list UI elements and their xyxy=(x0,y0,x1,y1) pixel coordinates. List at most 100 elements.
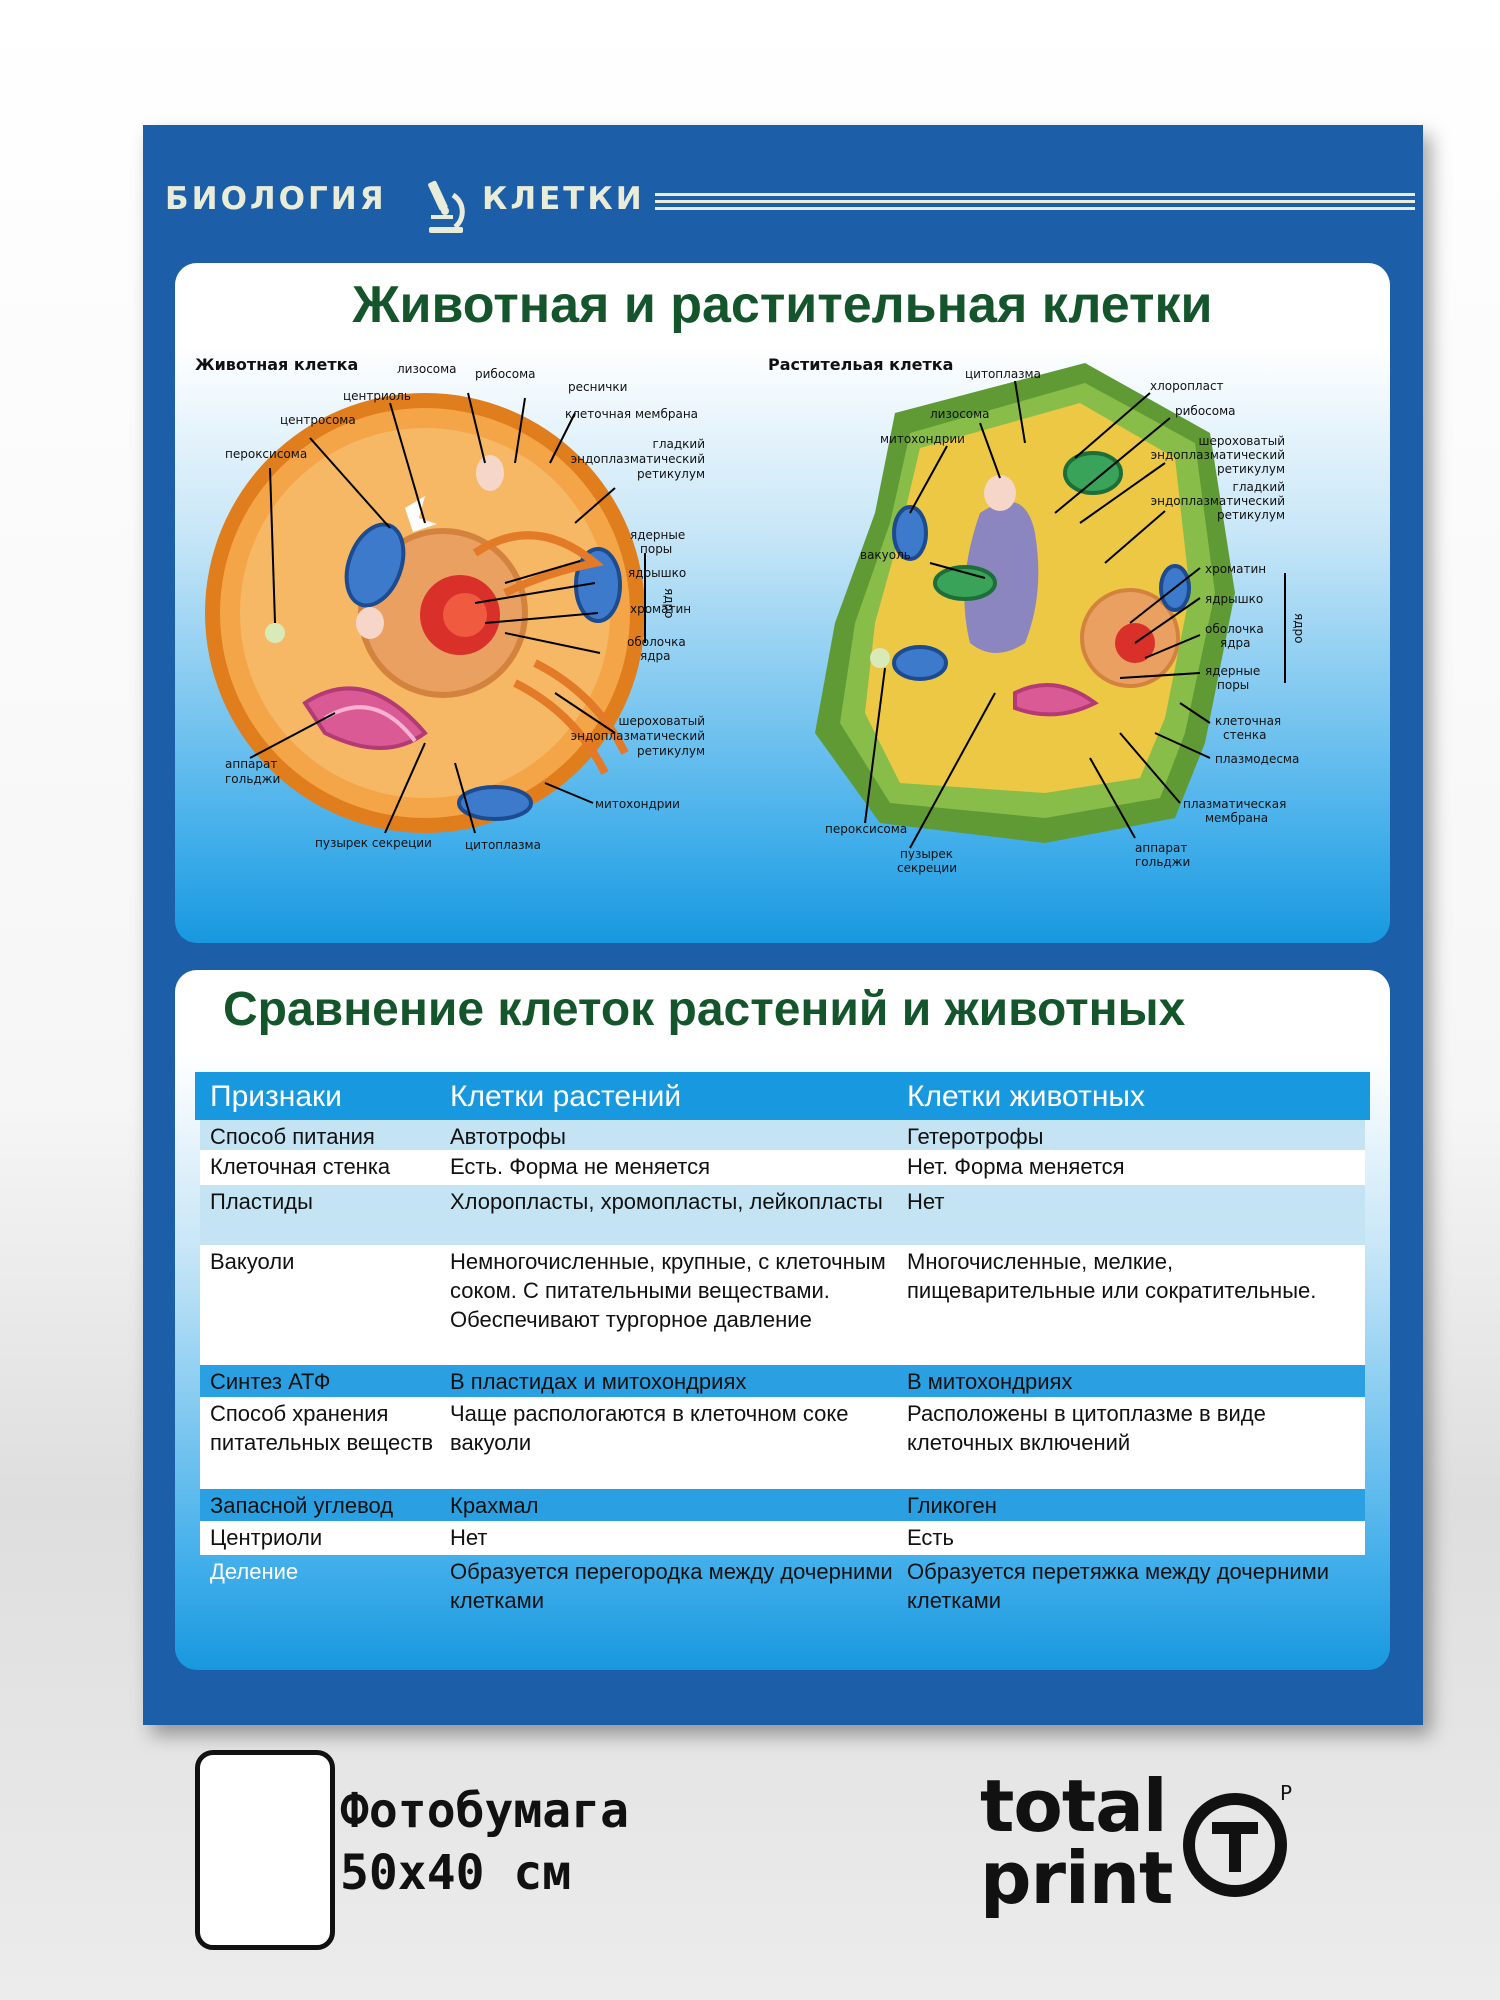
animal-label-ribosome: рибосома xyxy=(475,367,536,381)
row-plant: Автотрофы xyxy=(450,1124,566,1149)
row-feature: Деление xyxy=(210,1559,299,1584)
plant-label-cell-wall-2: стенка xyxy=(1223,728,1266,742)
header-feature: Признаки xyxy=(210,1080,342,1113)
table-header: Признаки Клетки растений Клетки животных xyxy=(195,1072,1370,1120)
row-animal: Гликоген xyxy=(907,1493,997,1518)
animal-label-centriole: центриоль xyxy=(343,389,411,403)
comparison-table: Признаки Клетки растений Клетки животных… xyxy=(195,1072,1370,1619)
plant-label-mitochondria: митохондрии xyxy=(880,432,965,446)
table-row: Деление Образуется перегородка между доч… xyxy=(200,1555,1365,1619)
header-stripes xyxy=(655,193,1415,213)
comparison-panel: Сравнение клеток растений и животных При… xyxy=(175,970,1390,1670)
plant-label-nucleus: ядро xyxy=(1292,613,1306,643)
animal-label-cytoplasm: цитоплазма xyxy=(465,838,541,852)
table-row: Клеточная стенка Есть. Форма не меняется… xyxy=(200,1150,1365,1185)
plant-label-chromatin: хроматин xyxy=(1205,562,1266,576)
plant-label-ribosome: рибосома xyxy=(1175,404,1236,418)
animal-label-lysosome: лизосома xyxy=(397,362,457,376)
plant-leader-lines xyxy=(864,380,1286,849)
row-animal: Расположены в цитоплазме в виде клеточны… xyxy=(907,1401,1266,1455)
plant-label-cell-wall-1: клеточная xyxy=(1215,714,1281,728)
table-row: Запасной углевод Крахмал Гликоген xyxy=(200,1489,1365,1521)
animal-label-nucleus: ядро xyxy=(662,588,676,618)
paper-info: Фотобумага 50x40 см xyxy=(340,1780,629,1904)
brand-logo-line2: print xyxy=(980,1836,1173,1920)
animal-label-rough-er-3: ретикулум xyxy=(637,744,705,758)
table-row: Пластиды Хлоропласты, хромопласты, лейко… xyxy=(200,1185,1365,1245)
animal-label-rough-er-1: шероховатый xyxy=(619,714,705,728)
plant-cell-drawing xyxy=(815,363,1235,843)
cells-illustration: Животная клетка xyxy=(195,355,1306,875)
brand-logo-line1: total xyxy=(980,1764,1168,1848)
table-row: Вакуоли Немногочисленные, крупные, с кле… xyxy=(200,1245,1365,1365)
plant-label-envelope-1: оболочка xyxy=(1205,622,1264,636)
plant-label-nuclear-pores-1: ядерные xyxy=(1205,664,1260,678)
plant-label-rough-er-1: шероховатый xyxy=(1199,434,1285,448)
plant-label-smooth-er-3: ретикулум xyxy=(1217,508,1285,522)
row-feature: Центриоли xyxy=(210,1525,323,1550)
animal-label-nucleolus: ядрышко xyxy=(628,566,686,580)
plant-label-plasma-membrane-1: плазматическая xyxy=(1183,797,1286,811)
plant-label-vesicle-2: секреции xyxy=(897,861,957,875)
row-animal: Нет xyxy=(907,1189,945,1214)
plant-cell-subtitle: Растительая клетка xyxy=(768,355,953,374)
animal-label-membrane: клеточная мембрана xyxy=(565,407,698,421)
header-plant: Клетки растений xyxy=(450,1080,682,1113)
plant-label-golgi-1: аппарат xyxy=(1135,841,1187,855)
plant-label-envelope-2: ядра xyxy=(1220,636,1251,650)
row-feature: Способ хранения питательных веществ xyxy=(210,1401,434,1455)
header-word-right: КЛЕТКИ xyxy=(482,181,645,217)
table-row: Способ хранения питательных веществ Чаще… xyxy=(200,1397,1365,1489)
row-animal: Есть xyxy=(907,1525,954,1550)
animal-label-cilia: реснички xyxy=(568,380,627,394)
header-animal: Клетки животных xyxy=(907,1080,1145,1113)
row-plant: Немногочисленные, крупные, с клеточным с… xyxy=(450,1249,886,1332)
paper-material: Фотобумага xyxy=(340,1783,629,1839)
plant-label-vesicle-1: пузырек xyxy=(900,847,953,861)
poster: БИОЛОГИЯ КЛЕТКИ Животная и растительная … xyxy=(143,125,1423,1725)
animal-label-chromatin: хроматин xyxy=(630,602,691,616)
animal-label-nuclear-pores-2: поры xyxy=(640,542,672,556)
row-animal: Многочисленные, мелкие, пищеварительные … xyxy=(907,1249,1317,1303)
plant-label-cytoplasm: цитоплазма xyxy=(965,367,1041,381)
row-plant: Крахмал xyxy=(450,1493,539,1518)
plant-label-lysosome: лизосома xyxy=(930,407,990,421)
plant-label-rough-er-3: ретикулум xyxy=(1217,462,1285,476)
plant-label-vacuole: вакуоль xyxy=(860,548,911,562)
animal-label-golgi-2: гольджи xyxy=(225,772,280,786)
table-row: Синтез АТФ В пластидах и митохондриях В … xyxy=(200,1365,1365,1397)
row-animal: Образуется перетяжка между дочерними кле… xyxy=(907,1559,1330,1613)
row-feature: Синтез АТФ xyxy=(210,1369,331,1394)
microscope-icon xyxy=(428,180,465,233)
row-feature: Пластиды xyxy=(210,1189,313,1214)
row-feature: Запасной углевод xyxy=(210,1493,394,1518)
row-feature: Клеточная стенка xyxy=(210,1154,391,1179)
plant-label-plasmodesma: плазмодесма xyxy=(1215,752,1299,766)
row-plant: В пластидах и митохондриях xyxy=(450,1369,747,1394)
row-plant: Образуется перегородка между дочерними к… xyxy=(450,1559,893,1613)
row-plant: Хлоропласты, хромопласты, лейкопласты xyxy=(450,1189,883,1214)
plant-label-chloroplast: хлоропласт xyxy=(1150,379,1224,393)
animal-label-nuclear-pores-1: ядерные xyxy=(630,528,685,542)
animal-label-smooth-er-2: эндоплазматический xyxy=(571,452,705,466)
animal-label-envelope-2: ядра xyxy=(640,649,671,663)
row-animal: Нет. Форма меняется xyxy=(907,1154,1125,1179)
row-feature: Вакуоли xyxy=(210,1249,295,1274)
row-plant: Есть. Форма не меняется xyxy=(450,1154,711,1179)
animal-label-envelope-1: оболочка xyxy=(627,635,686,649)
row-feature: Способ питания xyxy=(210,1124,375,1149)
animal-label-smooth-er-1: гладкий xyxy=(653,437,705,451)
animal-label-centrosome: центросома xyxy=(280,413,356,427)
table-row: Способ питания Автотрофы Гетеротрофы xyxy=(200,1120,1365,1150)
plant-label-nucleolus: ядрышко xyxy=(1205,592,1263,606)
animal-label-vesicle: пузырек секреции xyxy=(315,836,432,850)
plant-label-golgi-2: гольджи xyxy=(1135,855,1190,869)
poster-header: БИОЛОГИЯ КЛЕТКИ xyxy=(165,175,1415,233)
plant-label-peroxisome: пероксисома xyxy=(825,822,907,836)
plant-label-smooth-er-1: гладкий xyxy=(1233,480,1285,494)
animal-label-peroxisome: пероксисома xyxy=(225,447,307,461)
animal-label-smooth-er-3: ретикулум xyxy=(637,467,705,481)
brand-logo-icon: P xyxy=(1183,1781,1292,1897)
header-word-left: БИОЛОГИЯ xyxy=(165,181,387,217)
comparison-panel-title: Сравнение клеток растений и животных xyxy=(223,983,1186,1036)
